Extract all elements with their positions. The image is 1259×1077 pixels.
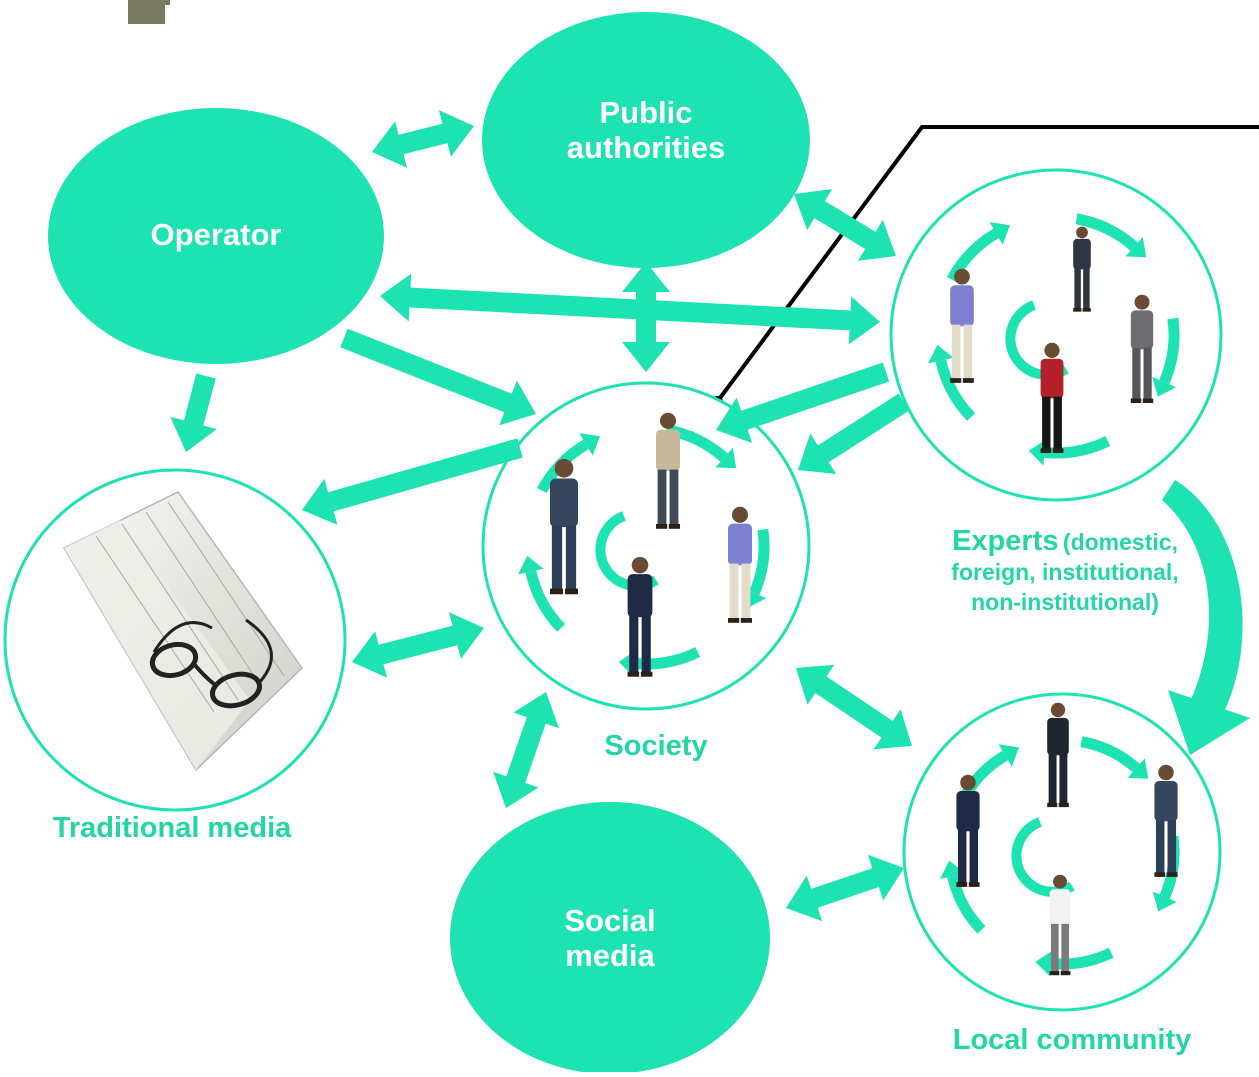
cycle-arrow-segment bbox=[947, 874, 986, 934]
arrow-society-community bbox=[796, 664, 912, 750]
cycle-arrow-head bbox=[928, 344, 954, 364]
cycle-arrow-head bbox=[1028, 439, 1046, 466]
person-woman-dress-community bbox=[956, 774, 980, 887]
connection-arrows bbox=[170, 110, 912, 922]
cycle-arrow-segment bbox=[935, 359, 976, 421]
logo-corner-icon bbox=[128, 0, 170, 24]
arrow-social-community bbox=[786, 854, 904, 922]
person-doctor bbox=[1049, 874, 1071, 976]
cycle-arrow-segment bbox=[749, 528, 770, 596]
newspaper-with-glasses-icon bbox=[62, 491, 303, 772]
cycle-arrow-head bbox=[1035, 950, 1053, 977]
arrow-operator-experts bbox=[380, 273, 880, 345]
public-authorities-node[interactable] bbox=[482, 12, 810, 268]
cycle-arrow-head bbox=[715, 447, 737, 469]
experts-label-bold: Experts bbox=[952, 525, 1059, 557]
arrow-society-traditional bbox=[302, 438, 523, 525]
experts-label-line3: non-institutional) bbox=[971, 589, 1159, 616]
arrow-public-experts bbox=[794, 189, 896, 261]
cycle-arrow-segment bbox=[1075, 213, 1138, 251]
person-man-suit bbox=[1073, 226, 1091, 312]
experts-label-line2: foreign, institutional, bbox=[951, 559, 1179, 586]
cycle-arrow-head bbox=[579, 433, 600, 456]
social-media-line2: media bbox=[565, 937, 655, 973]
cycle-arrow-head bbox=[989, 222, 1010, 245]
public-authorities-line1: Public bbox=[599, 95, 693, 130]
social-media-label: Social media bbox=[490, 903, 730, 973]
cycle-arrow-segment bbox=[1080, 736, 1140, 773]
cycle-arrow-segment bbox=[634, 647, 701, 670]
arrow-experts-society-lower bbox=[798, 393, 910, 474]
operator-label: Operator bbox=[150, 217, 282, 252]
society-label: Society bbox=[604, 730, 708, 762]
cycle-arrow-head bbox=[1125, 236, 1147, 258]
arrow-experts-society bbox=[716, 362, 890, 443]
person-man-dark bbox=[1047, 702, 1069, 808]
experts-label-line1: Experts (domestic, bbox=[900, 525, 1230, 558]
person-man-shirt bbox=[728, 506, 752, 623]
cycle-arrow-segment bbox=[525, 570, 566, 632]
social-media-node[interactable] bbox=[450, 802, 770, 1074]
curved-arrow-head bbox=[1168, 690, 1250, 755]
social-media-line1: Social bbox=[564, 903, 656, 938]
arrow-public-society bbox=[622, 262, 670, 372]
arrow-traditional-society bbox=[352, 612, 484, 678]
arrow-operator-public bbox=[372, 110, 474, 168]
local-community-label: Local community bbox=[952, 1024, 1192, 1056]
cycle-arrow-head bbox=[1152, 376, 1177, 397]
public-authorities-line2: authorities bbox=[566, 129, 726, 165]
traditional-media-label: Traditional media bbox=[52, 812, 292, 844]
person-woman-dress bbox=[627, 556, 653, 677]
cycle-arrow-head bbox=[998, 744, 1019, 767]
person-man-shirt-expert bbox=[950, 268, 974, 383]
person-farmer bbox=[550, 458, 578, 595]
person-farmer-community bbox=[1154, 764, 1178, 877]
person-woman-with-bag bbox=[656, 412, 680, 529]
people-group bbox=[550, 226, 1178, 976]
cycle-arrow-segment bbox=[1159, 317, 1180, 385]
person-woman-red bbox=[1040, 342, 1064, 453]
public-authorities-label: Public authorities bbox=[526, 95, 766, 165]
cycle-arrow-head bbox=[1127, 758, 1149, 779]
experts-label-rest: (domestic, bbox=[1062, 529, 1178, 555]
arrow-operator-society bbox=[340, 328, 536, 426]
arrow-society-social bbox=[493, 692, 559, 808]
cycle-arrow-head bbox=[518, 555, 544, 575]
person-woman-grey bbox=[1130, 294, 1154, 404]
cycle-arrow-head bbox=[1152, 891, 1177, 912]
curved-arrow-experts-to-community bbox=[1162, 480, 1243, 712]
experts-label: Experts (domestic, foreign, institutiona… bbox=[900, 525, 1230, 618]
operator-node[interactable] bbox=[48, 108, 384, 364]
arrow-operator-traditional bbox=[170, 373, 217, 452]
